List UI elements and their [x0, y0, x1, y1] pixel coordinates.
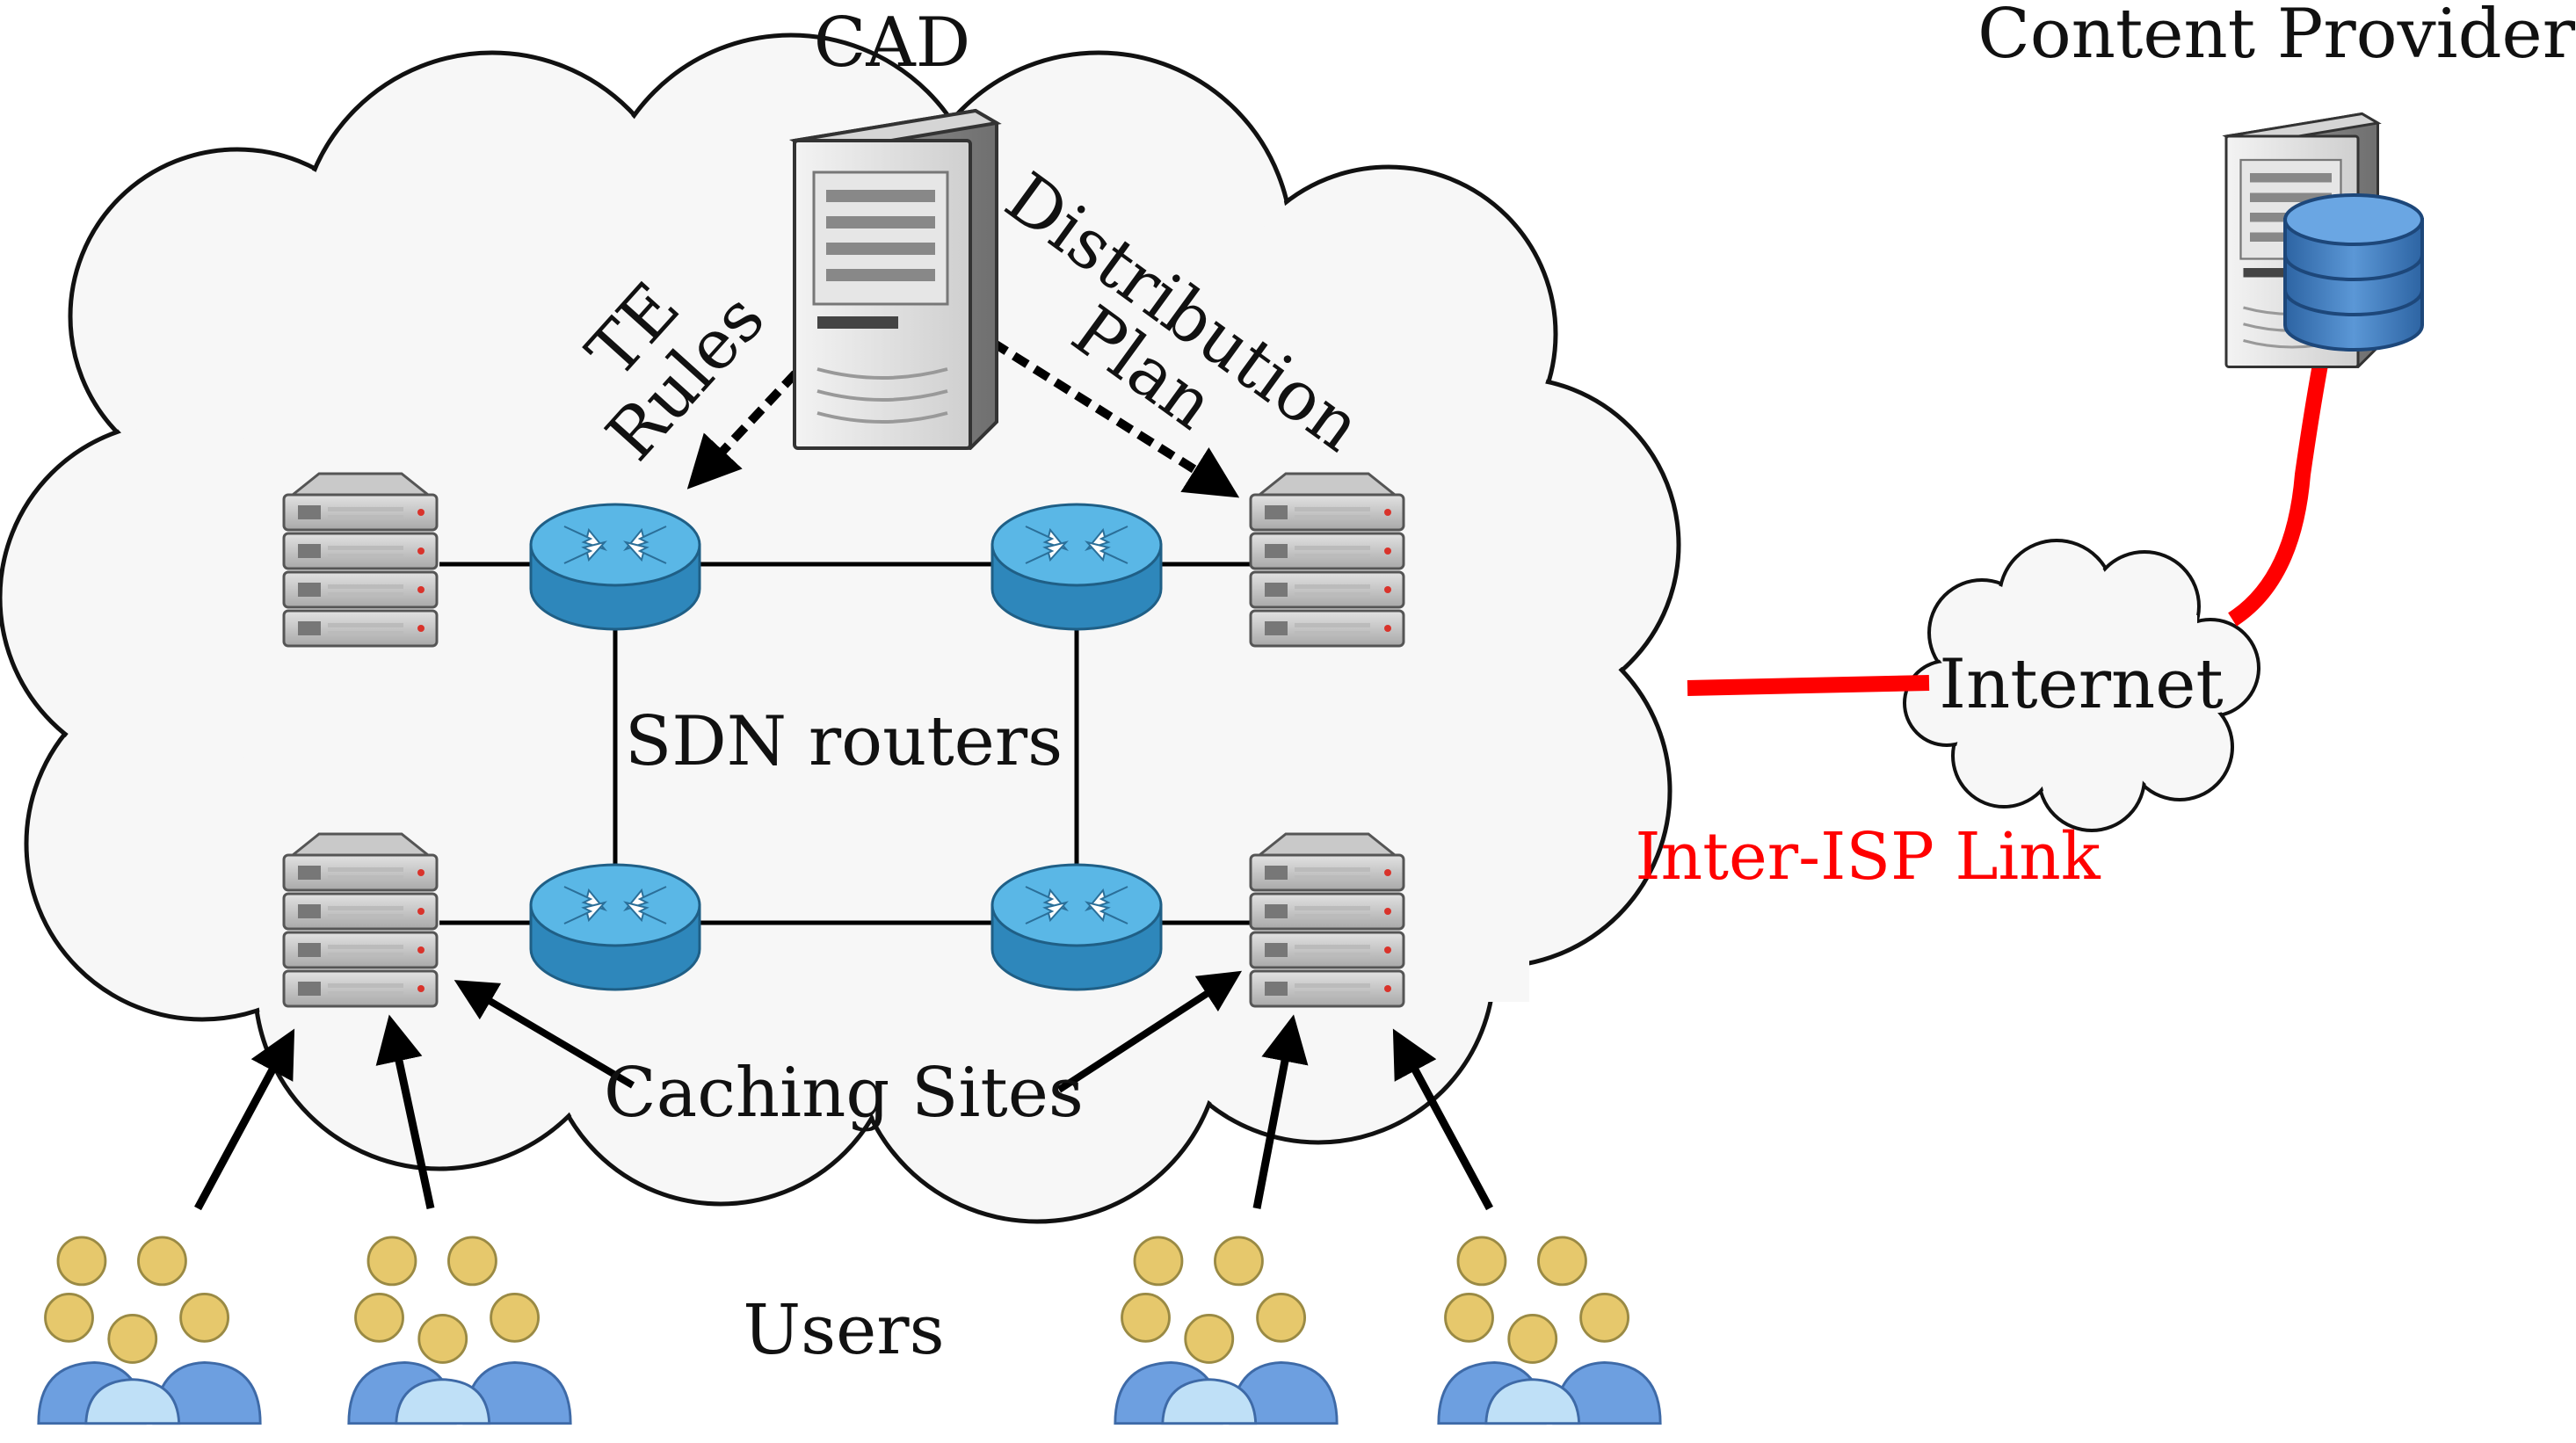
internet-label: Internet — [1939, 645, 2224, 724]
inter-isp-link-label: Inter-ISP Link — [1635, 819, 2101, 895]
user-arrows — [194, 1014, 1493, 1211]
cache-server-top-right-icon — [1249, 472, 1405, 648]
sdn-router-top-right-icon — [990, 503, 1163, 631]
cad-label: CAD — [814, 4, 971, 83]
sdn-routers-label: SDN routers — [625, 702, 1063, 781]
inter-isp-link — [1687, 675, 1930, 696]
sdn-router-bottom-right-icon — [990, 863, 1163, 991]
caching-sites-label: Caching Sites — [604, 1054, 1084, 1133]
content-provider-server-icon — [2224, 112, 2424, 369]
internet-provider-link — [2227, 363, 2328, 627]
cache-server-bottom-right-icon — [1249, 832, 1405, 1008]
sdn-router-top-left-icon — [529, 503, 701, 631]
user-group-1-icon — [37, 1236, 262, 1425]
sdn-router-bottom-left-icon — [529, 863, 701, 991]
caching-arrow-left — [454, 980, 635, 1089]
user-group-3-icon — [1114, 1236, 1339, 1425]
user-group-4-icon — [1437, 1236, 1662, 1425]
cache-server-top-left-icon — [282, 472, 439, 648]
cad-server-icon — [793, 109, 998, 450]
internet-cloud-icon — [1903, 539, 2260, 832]
te-rules-arrow — [686, 370, 799, 489]
cache-server-bottom-left-icon — [282, 832, 439, 1008]
users-label: Users — [743, 1291, 944, 1370]
content-provider-label: Content Provider — [1977, 0, 2576, 74]
distribution-plan-arrow — [990, 338, 1240, 498]
sdn-links — [439, 562, 1252, 925]
caching-arrow-right — [1056, 970, 1243, 1093]
user-group-2-icon — [347, 1236, 572, 1425]
